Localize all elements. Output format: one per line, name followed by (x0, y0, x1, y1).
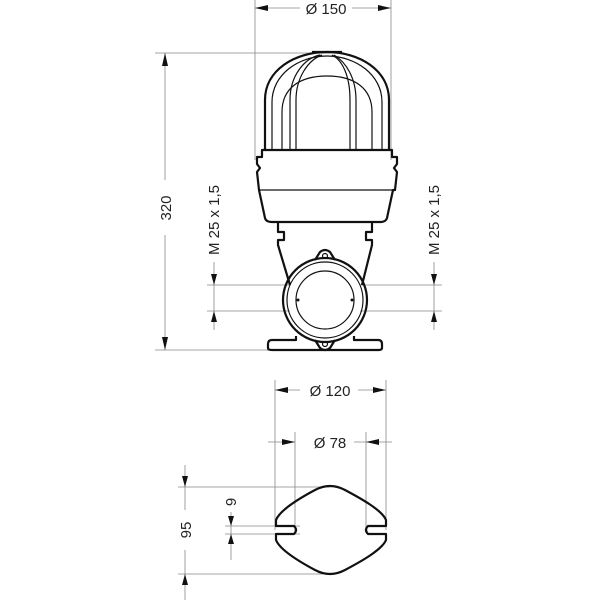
depth-label: 95 (178, 522, 195, 539)
dimension-hole-spacing-78: Ø 78 (268, 432, 392, 530)
lamp-front-view (255, 50, 399, 352)
height-label: 320 (158, 195, 175, 220)
right-thread-label: M 25 x 1,5 (426, 185, 443, 255)
outer-diameter-label: Ø 120 (310, 383, 351, 400)
left-thread-label: M 25 x 1,5 (206, 185, 223, 255)
width-label: Ø 150 (306, 1, 347, 18)
slot-width-label: 9 (223, 498, 240, 506)
hole-spacing-label: Ø 78 (314, 435, 347, 452)
dimension-depth-95: 95 (178, 465, 330, 600)
base-flange-view (274, 484, 388, 576)
dimension-outer-diameter-120: Ø 120 (274, 380, 387, 530)
dimension-width-150: Ø 150 (254, 0, 392, 160)
dimension-thread-left: M 25 x 1,5 (206, 185, 290, 330)
dimension-height-320: 320 (155, 52, 330, 351)
dimension-thread-right: M 25 x 1,5 (360, 185, 443, 330)
